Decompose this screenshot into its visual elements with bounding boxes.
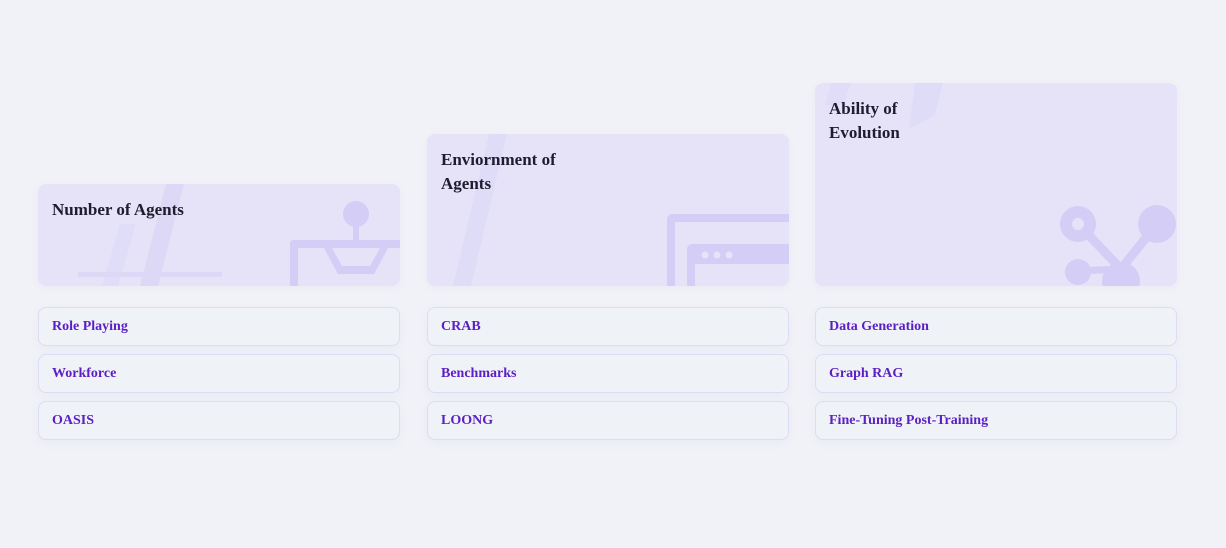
- item-label: CRAB: [441, 318, 481, 334]
- header-card-number-of-agents: Number of Agents: [38, 184, 400, 286]
- item-label: OASIS: [52, 412, 95, 428]
- item-label: Benchmarks: [441, 365, 517, 381]
- item-list: CRAB Benchmarks LOONG: [427, 307, 789, 448]
- list-item-crab[interactable]: CRAB: [427, 307, 789, 346]
- item-label: Graph RAG: [829, 365, 904, 381]
- item-list: Role Playing Workforce OASIS: [38, 307, 400, 448]
- browser-window-icon: [427, 134, 789, 286]
- header-card-ability-of-evolution: Ability of Evolution: [815, 83, 1177, 286]
- list-item-oasis[interactable]: OASIS: [38, 401, 400, 440]
- list-item-data-generation[interactable]: Data Generation: [815, 307, 1177, 346]
- column-title: Number of Agents: [52, 200, 184, 219]
- list-item-loong[interactable]: LOONG: [427, 401, 789, 440]
- list-item-workforce[interactable]: Workforce: [38, 354, 400, 393]
- item-label: LOONG: [441, 412, 494, 428]
- item-label: Role Playing: [52, 318, 128, 334]
- list-item-fine-tuning-post-training[interactable]: Fine-Tuning Post-Training: [815, 401, 1177, 440]
- list-item-graph-rag[interactable]: Graph RAG: [815, 354, 1177, 393]
- robot-arm-icon: [38, 184, 400, 286]
- item-list: Data Generation Graph RAG Fine-Tuning Po…: [815, 307, 1177, 448]
- list-item-benchmarks[interactable]: Benchmarks: [427, 354, 789, 393]
- graph-nodes-icon: [815, 83, 1177, 286]
- list-item-role-playing[interactable]: Role Playing: [38, 307, 400, 346]
- item-label: Workforce: [52, 365, 117, 381]
- item-label: Data Generation: [829, 318, 929, 334]
- column-title: Enviornment of Agents: [441, 150, 556, 193]
- item-label: Fine-Tuning Post-Training: [829, 412, 989, 428]
- header-card-environment-of-agents: Enviornment of Agents: [427, 134, 789, 286]
- column-title: Ability of Evolution: [829, 99, 900, 142]
